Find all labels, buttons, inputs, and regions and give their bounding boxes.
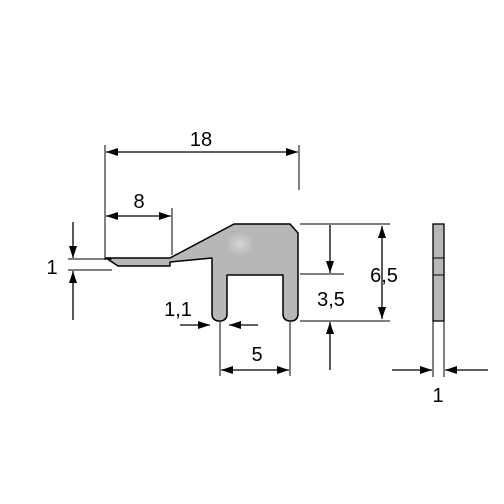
dim-leg-spacing-label: 5 [251,344,262,366]
dim-total-height-label: 6,5 [370,265,398,287]
dim-nose-length-label: 8 [133,191,144,213]
dim-slot-width: 1,1 [164,299,258,329]
dim-side-thickness: 1 [392,366,488,407]
dim-total-length-label: 18 [190,129,212,151]
profile-highlight [226,232,254,256]
dim-leg-height-label: 3,5 [317,289,345,311]
dim-total-length: 18 [104,129,300,260]
dim-nose-thickness: 1 [46,222,112,320]
dim-nose-thickness-label: 1 [46,257,57,279]
dim-nose-length: 8 [106,191,173,255]
dim-leg-height: 3,5 [300,225,390,370]
dim-side-thickness-label: 1 [432,385,443,407]
side-view [432,223,445,377]
profile-cross-section [105,223,299,322]
dim-leg-spacing: 5 [219,322,291,376]
dim-slot-width-label: 1,1 [164,299,192,321]
dim-total-height: 6,5 [300,223,398,319]
